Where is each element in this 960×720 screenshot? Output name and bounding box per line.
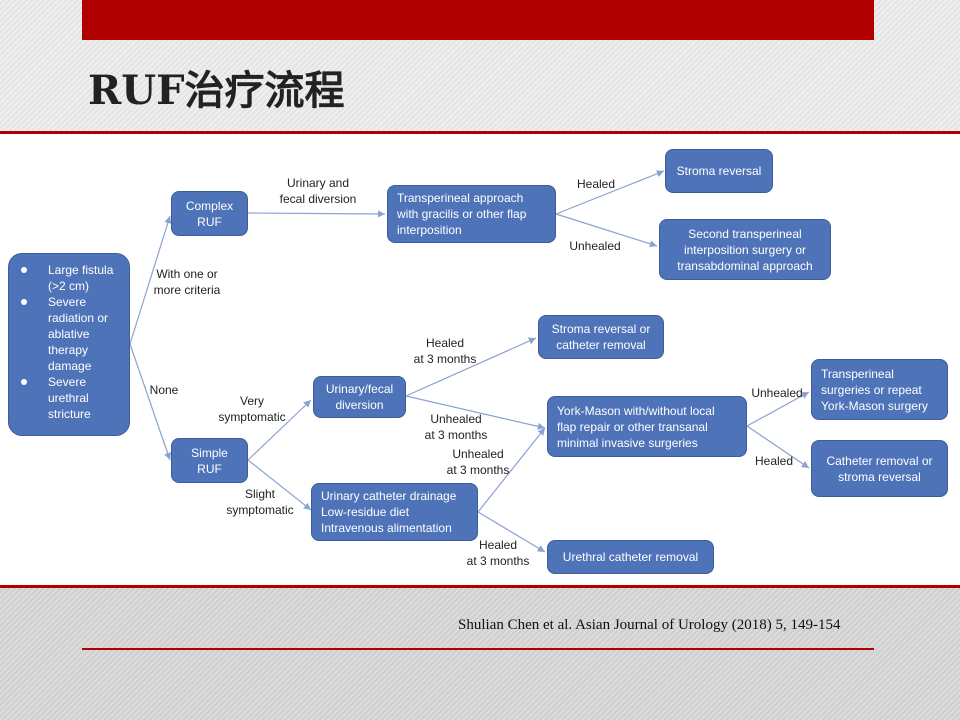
criteria-item: Severe radiation or ablative therapy dam… <box>19 294 113 374</box>
label-unhealed-3m-b: Unhealed at 3 months <box>446 447 510 477</box>
label-unhealed: Unhealed <box>569 239 621 253</box>
label-urinary-fecal: Urinary and fecal diversion <box>279 176 357 206</box>
top-accent-bar <box>82 0 874 40</box>
arrow-drainage-to-york <box>477 427 546 513</box>
node-catheter-drainage: Urinary catheter drainage Low-residue di… <box>311 483 478 541</box>
label-unhealed-3m-a: Unhealed at 3 months <box>424 412 488 442</box>
footer-divider <box>0 585 960 588</box>
footer-underline <box>82 648 874 650</box>
node-york-mason: York-Mason with/without local flap repai… <box>547 396 747 457</box>
arrow-diversion-to-york <box>405 395 546 430</box>
node-stroma-or-catheter: Stroma reversal or catheter removal <box>538 315 664 359</box>
node-transperineal: Transperineal approach with gracilis or … <box>387 185 556 243</box>
arrow-simple-to-drainage <box>247 459 312 511</box>
arrow-criteria-to-complex <box>129 215 172 345</box>
node-stroma-reversal: Stroma reversal <box>665 149 773 193</box>
slide-title: RUF治疗流程 <box>88 67 345 114</box>
arrow-diversion-to-stroma2 <box>405 337 537 397</box>
arrow-criteria-to-simple <box>129 343 172 461</box>
label-healed-york: Healed <box>754 454 794 468</box>
criteria-box: Large fistula (>2 cm) Severe radiation o… <box>8 253 130 436</box>
node-urethral-catheter-removal: Urethral catheter removal <box>547 540 714 574</box>
arrow-york-to-catheter <box>746 425 810 469</box>
label-healed-3m-top: Healed at 3 months <box>413 336 477 366</box>
arrow-transperineal-to-second <box>555 213 658 248</box>
title-divider <box>0 131 960 134</box>
arrow-york-to-repeat <box>746 391 810 427</box>
node-second-transperineal: Second transperineal interposition surge… <box>659 219 831 280</box>
label-healed: Healed <box>576 177 616 191</box>
label-very-symptomatic: Very symptomatic <box>218 394 286 424</box>
citation-text: Shulian Chen et al. Asian Journal of Uro… <box>458 617 841 633</box>
node-transperineal-repeat: Transperineal surgeries or repeat York-M… <box>811 359 948 420</box>
arrow-complex-to-transperineal <box>247 210 386 218</box>
label-slight-symptomatic: Slight symptomatic <box>226 487 294 517</box>
arrow-simple-to-diversion <box>247 399 312 461</box>
arrow-transperineal-to-stroma <box>555 170 665 215</box>
arrow-drainage-to-urethral <box>477 511 546 553</box>
criteria-item: Large fistula (>2 cm) <box>19 262 113 294</box>
node-catheter-removal: Catheter removal or stroma reversal <box>811 440 948 497</box>
label-unhealed-york: Unhealed <box>751 386 803 400</box>
label-with-criteria: With one or more criteria <box>153 267 221 297</box>
label-none: None <box>149 383 179 397</box>
node-urinary-fecal-diversion: Urinary/fecal diversion <box>313 376 406 418</box>
criteria-item: Severe urethral stricture <box>19 374 113 422</box>
footer-background <box>0 588 960 720</box>
label-healed-3m-bottom: Healed at 3 months <box>466 538 530 568</box>
node-complex-ruf: Complex RUF <box>171 191 248 236</box>
node-simple-ruf: Simple RUF <box>171 438 248 483</box>
